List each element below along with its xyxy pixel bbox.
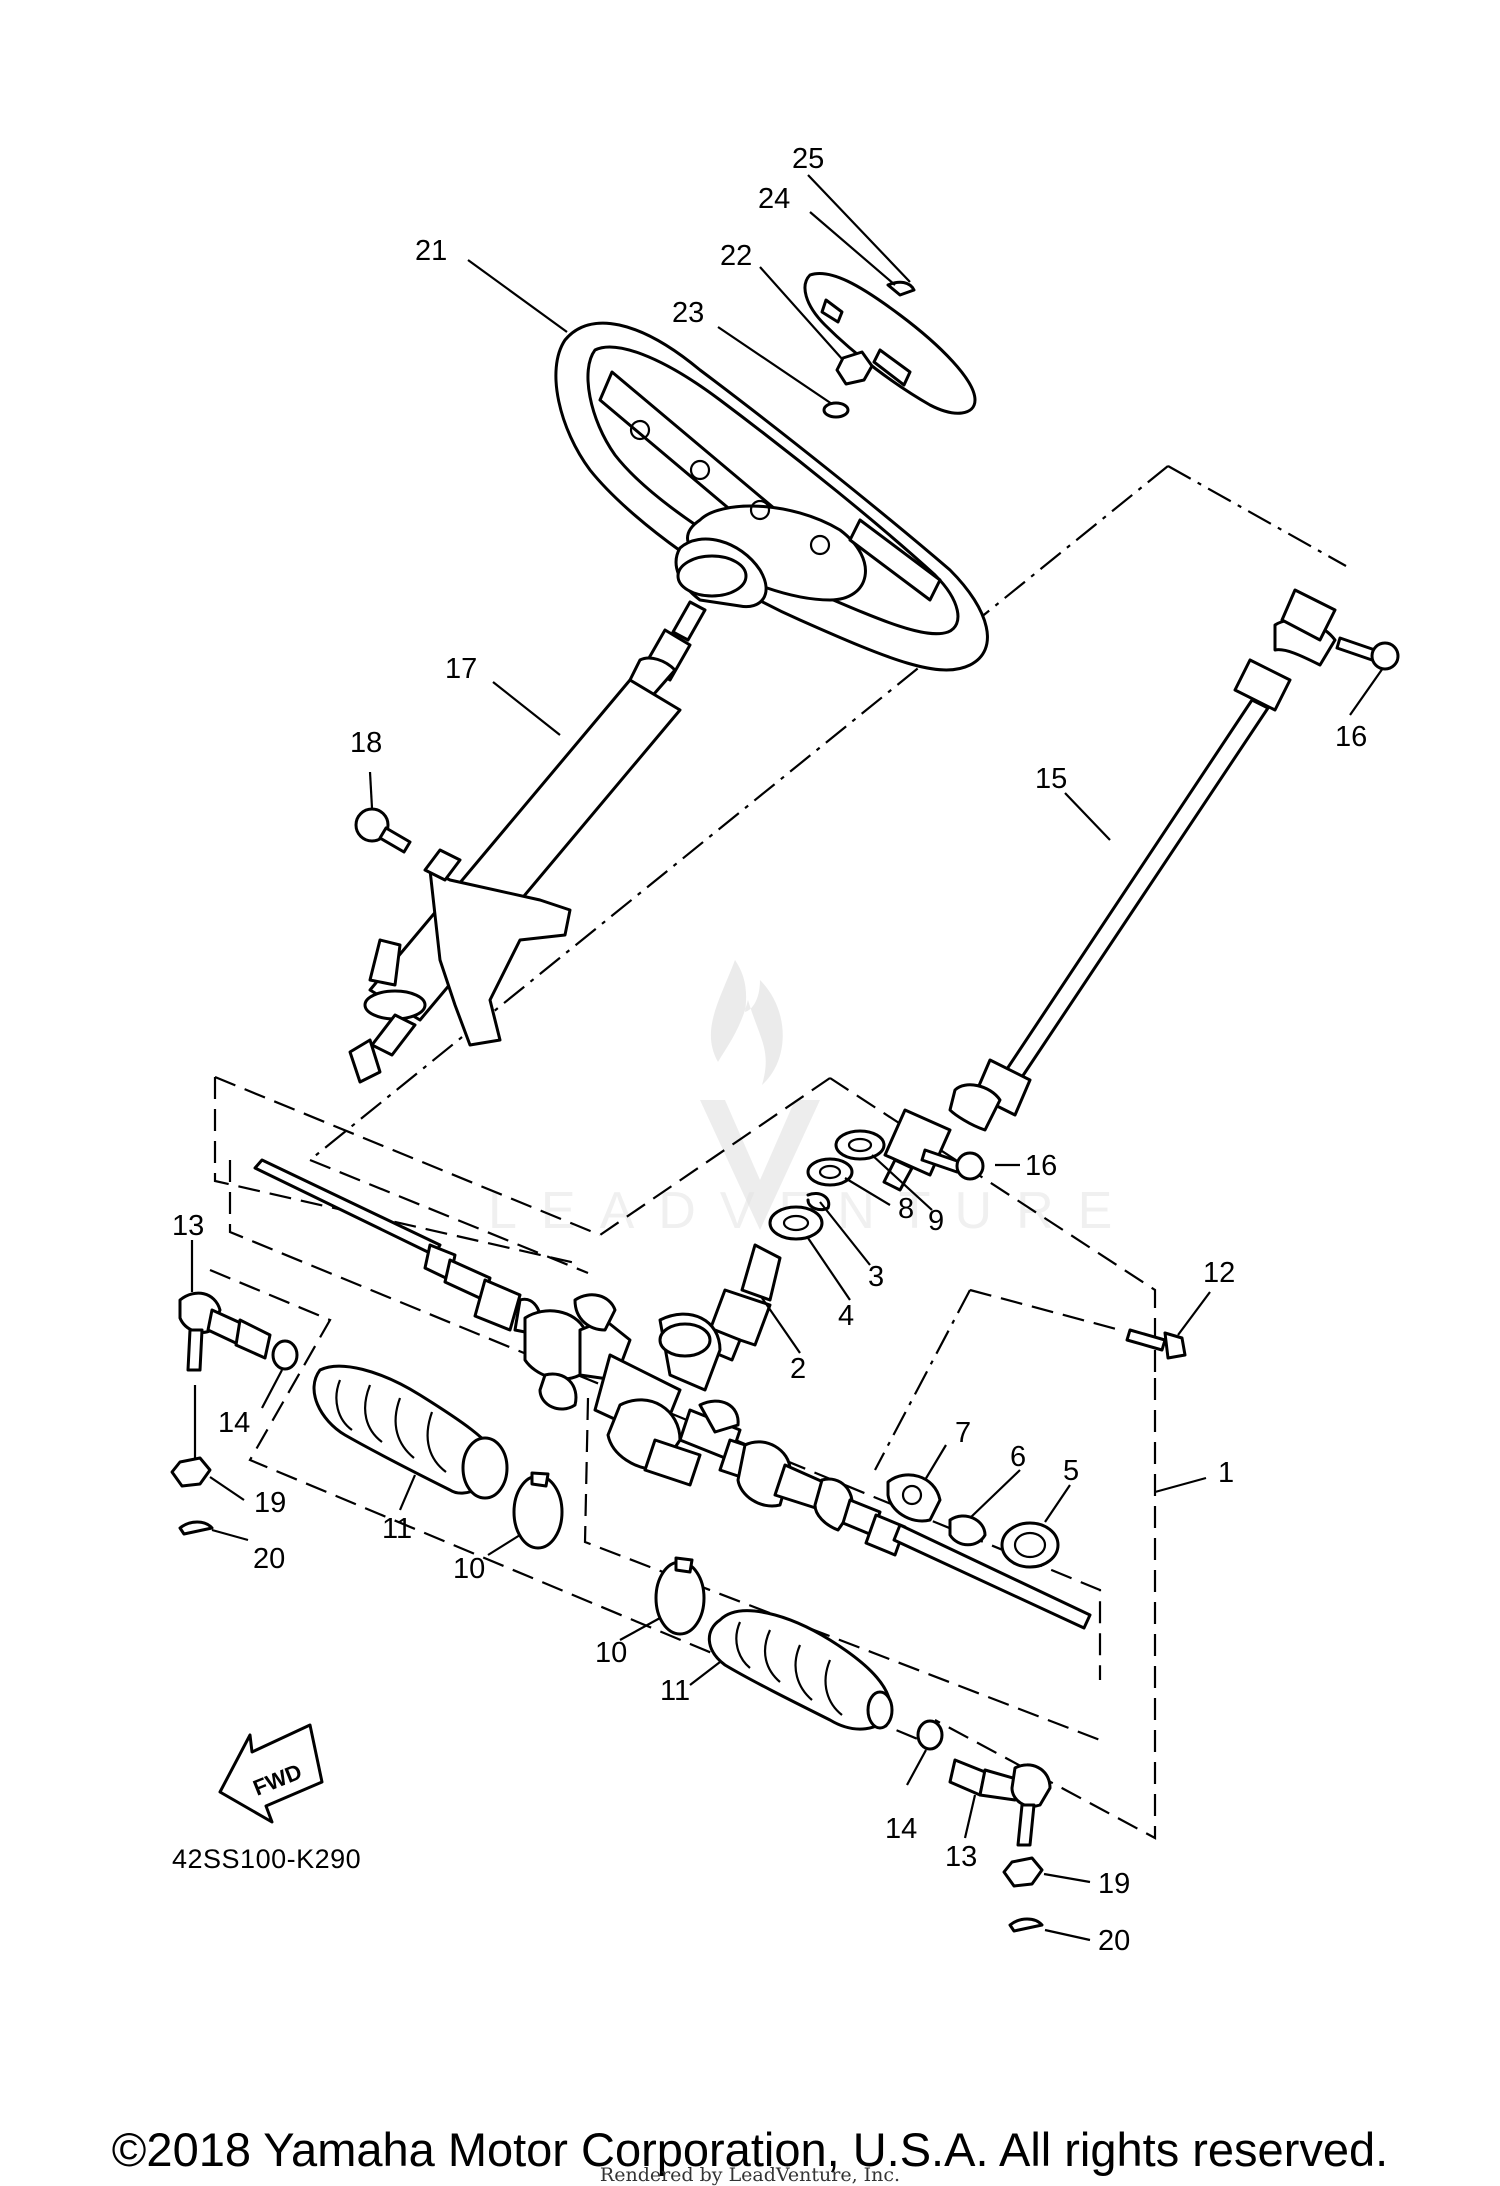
callout-19-right: 19 (1098, 1868, 1130, 1900)
callout-5: 5 (1063, 1455, 1079, 1487)
callout-20-right: 20 (1098, 1925, 1130, 1957)
leader-lines (190, 174, 1384, 1942)
callout-19-left: 19 (254, 1487, 286, 1519)
intermediate-shaft (882, 588, 1337, 1192)
callout-14-right: 14 (885, 1813, 917, 1845)
lock-nut-right (916, 1719, 944, 1751)
callout-8: 8 (898, 1193, 914, 1225)
callout-22: 22 (720, 240, 752, 272)
callout-17: 17 (445, 653, 477, 685)
callout-13-left: 13 (172, 1210, 204, 1242)
oil-seal (806, 1157, 854, 1187)
cotter-pin-left (178, 1520, 214, 1536)
callout-11-right: 11 (660, 1675, 690, 1707)
castle-nut-right (1002, 1856, 1044, 1888)
callout-4: 4 (838, 1300, 854, 1332)
callout-7: 7 (955, 1417, 971, 1449)
callout-12: 12 (1203, 1257, 1235, 1289)
callout-13-right: 13 (945, 1841, 977, 1873)
tie-rod-end-right (948, 1758, 1052, 1847)
callout-11-left: 11 (382, 1513, 412, 1545)
callout-labels: 25 24 21 22 23 17 18 16 15 16 9 8 3 4 2 … (172, 143, 1367, 1957)
column-bolt (354, 807, 412, 854)
callout-18: 18 (350, 727, 382, 759)
callout-25: 25 (792, 143, 824, 175)
callout-10-left: 10 (453, 1553, 485, 1585)
pinion-bearing (768, 1205, 824, 1241)
rack-bracket (886, 1473, 942, 1523)
rack-boot-left (312, 1364, 509, 1500)
cotter-pin-top (886, 280, 916, 297)
callout-10-right: 10 (595, 1637, 627, 1669)
rack-spring (948, 1514, 987, 1547)
callout-1: 1 (1218, 1457, 1234, 1489)
boot-band-left (512, 1471, 564, 1550)
boot-band-right (654, 1556, 706, 1636)
copyright-notice: ©2018 Yamaha Motor Corporation, U.S.A. A… (111, 2123, 1389, 2176)
callout-20-left: 20 (253, 1543, 285, 1575)
lock-nut-left (271, 1339, 299, 1371)
steering-rack-bar-lower (736, 1440, 1092, 1630)
castle-nut-left (170, 1456, 212, 1488)
steering-rack-bar-upper (253, 1158, 543, 1337)
callout-23: 23 (672, 297, 704, 329)
steering-column (348, 600, 707, 1084)
callout-16-upper: 16 (1335, 721, 1367, 753)
rack-adjuster (1000, 1521, 1060, 1569)
callout-2: 2 (790, 1353, 806, 1385)
callout-9: 9 (928, 1205, 944, 1237)
shaft-bolt-lower (920, 1148, 985, 1181)
callout-15: 15 (1035, 763, 1067, 795)
tie-rod-end-left (178, 1291, 272, 1372)
shaft-bolt-upper (1335, 636, 1400, 671)
assembly-boundaries (209, 465, 1347, 1840)
callout-14-left: 14 (218, 1407, 250, 1439)
cotter-pin-right (1008, 1917, 1044, 1933)
rendered-by-notice: Rendered by LeadVenture, Inc. (599, 2164, 901, 2186)
rack-mount-bolt (1125, 1328, 1187, 1360)
callout-6: 6 (1010, 1441, 1026, 1473)
horn-cover (803, 271, 977, 415)
dust-seal (834, 1129, 886, 1161)
callout-24: 24 (758, 183, 790, 215)
steering-wheel (554, 321, 989, 672)
rack-boot-right (707, 1609, 894, 1731)
diagram-code: 42SS100-K290 (172, 1844, 362, 1874)
lock-washer (822, 401, 850, 419)
callout-16-lower: 16 (1025, 1150, 1057, 1182)
steering-nut (835, 350, 874, 386)
callout-21: 21 (415, 235, 447, 267)
fwd-arrow-icon: FWD (218, 1723, 324, 1824)
circlip (806, 1192, 831, 1212)
callout-3: 3 (868, 1261, 884, 1293)
